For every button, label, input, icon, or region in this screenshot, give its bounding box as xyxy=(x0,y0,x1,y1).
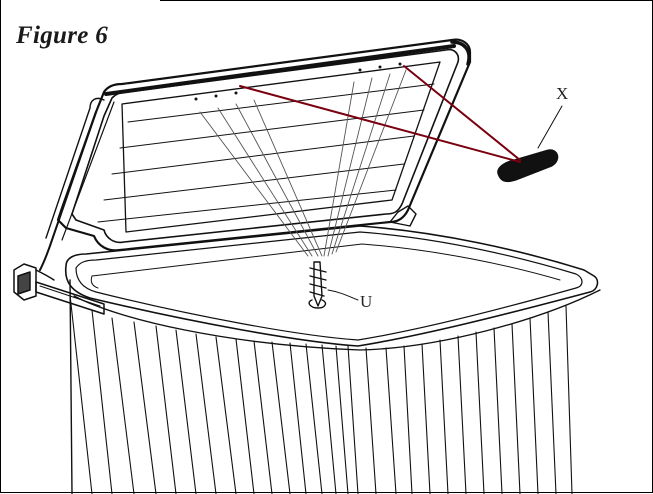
frame-top-rule xyxy=(160,0,653,1)
screw-u xyxy=(308,261,327,309)
callout-x-leader xyxy=(537,105,563,149)
callout-u-leader xyxy=(327,289,359,301)
strap-leader-lines xyxy=(239,65,521,163)
left-hinge-bracket xyxy=(13,263,105,315)
figure-title: Figure 6 xyxy=(16,22,108,49)
cabinet-side-panels xyxy=(69,279,601,494)
callout-u-label: U xyxy=(360,292,373,311)
screw-leader-lines xyxy=(199,69,407,257)
callout-x-label: X xyxy=(556,84,569,103)
open-spa-cover xyxy=(39,38,472,271)
spa-top-rim xyxy=(64,225,599,347)
lid-screw-holes xyxy=(194,62,402,101)
strap-x xyxy=(497,149,559,183)
